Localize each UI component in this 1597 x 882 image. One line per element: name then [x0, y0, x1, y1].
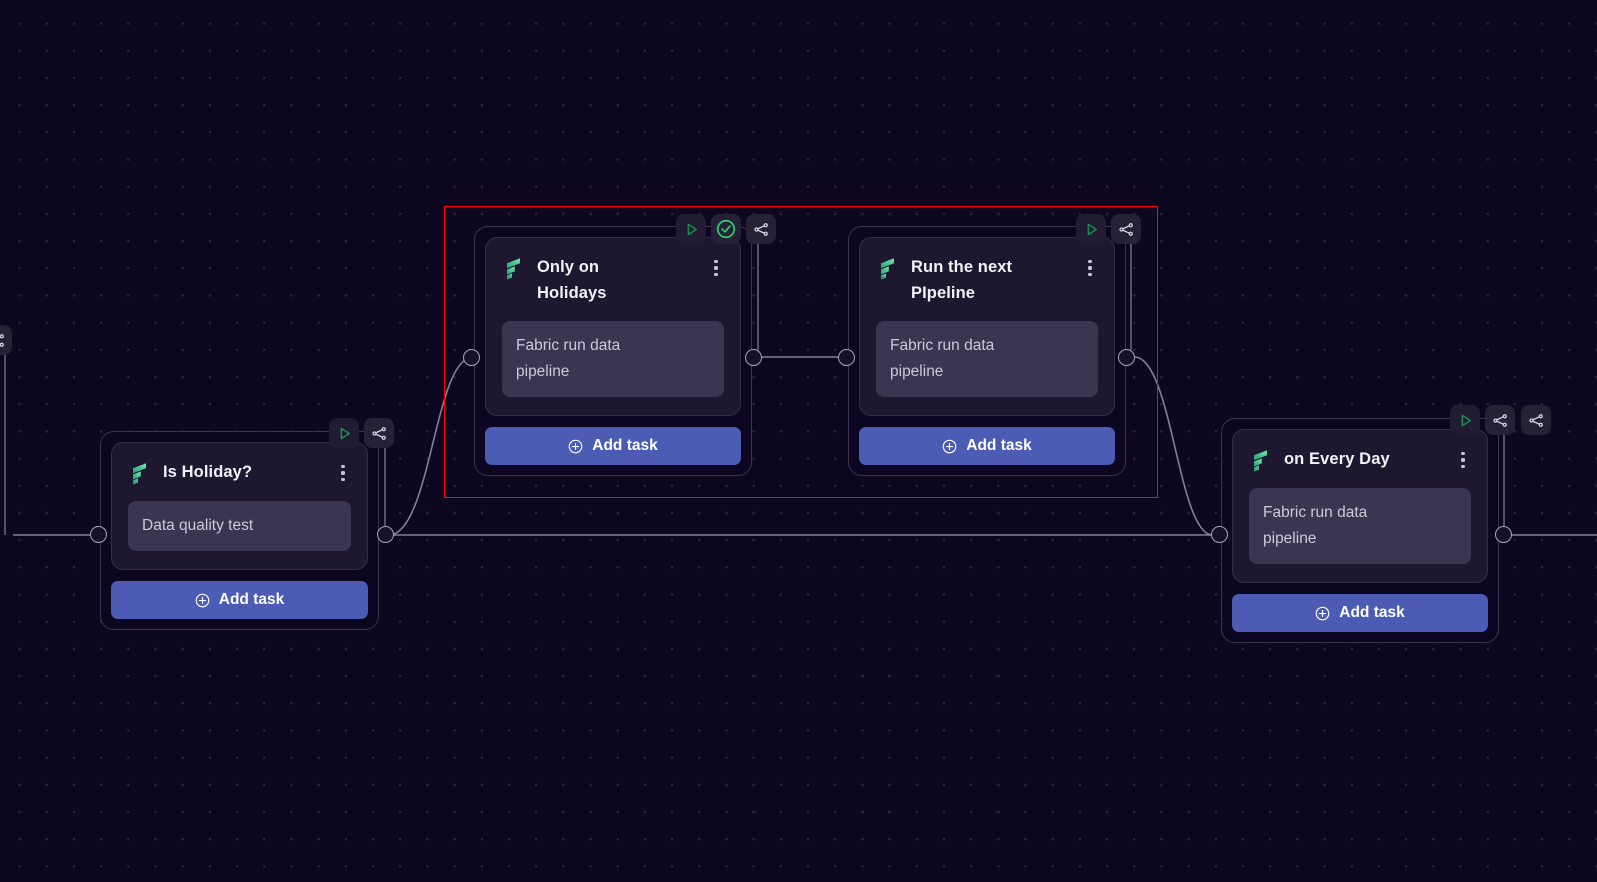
play-icon: [687, 223, 697, 235]
handle-input-only-on-holidays[interactable]: [463, 349, 480, 366]
kebab-dot: [714, 266, 718, 270]
edge-is-holiday-to-only-on-holidays: [388, 357, 472, 536]
toolbar-on-every-day[interactable]: [1450, 405, 1515, 435]
node-header-on-every-day: on Every Day: [1249, 446, 1471, 473]
share-branch-icon-button-offscreen-left[interactable]: [0, 325, 12, 355]
node-card-only-on-holidays[interactable]: Only on Holidays Fabric run data pipelin…: [485, 237, 741, 416]
share-branch-icon: [753, 222, 768, 236]
kebab-dot: [341, 477, 345, 481]
kebab-dot: [1461, 452, 1465, 456]
kebab-dot: [1088, 266, 1092, 270]
node-title-only-on-holidays: Only on Holidays: [537, 258, 607, 302]
node-card-is-holiday[interactable]: Is Holiday? Data quality test: [111, 442, 368, 570]
task-chip-is-holiday[interactable]: Data quality test: [128, 501, 351, 551]
plus-circle-icon: [1315, 606, 1330, 620]
node-card-run-next-pipeline[interactable]: Run the next PIpeline Fabric run data pi…: [859, 237, 1115, 416]
node-run-next-pipeline[interactable]: Run the next PIpeline Fabric run data pi…: [848, 226, 1126, 476]
node-header-is-holiday: Is Holiday?: [128, 459, 351, 486]
play-icon: [340, 427, 350, 439]
add-task-button-on-every-day[interactable]: Add task: [1232, 594, 1488, 632]
handle-output-on-every-day[interactable]: [1495, 526, 1512, 543]
handle-output-is-holiday[interactable]: [377, 526, 394, 543]
edge-run-next-pipeline-to-on-every-day: [1134, 356, 1213, 536]
task-chip-on-every-day[interactable]: Fabric run data pipeline: [1249, 488, 1471, 564]
share-branch-icon-button-run-next-pipeline[interactable]: [1111, 214, 1141, 244]
kebab-menu-icon-is-holiday[interactable]: [335, 463, 351, 483]
share-branch-icon: [1528, 413, 1543, 427]
share-branch-icon-button-on-every-day[interactable]: [1485, 405, 1515, 435]
fabric-logo-icon: [1254, 450, 1267, 472]
check-circle-icon: [716, 219, 736, 239]
node-card-on-every-day[interactable]: on Every Day Fabric run data pipeline: [1232, 429, 1488, 583]
play-icon-button-is-holiday[interactable]: [329, 418, 359, 448]
node-title-is-holiday: Is Holiday?: [163, 463, 253, 481]
share-branch-icon-button-offscreen-right[interactable]: [1521, 405, 1551, 435]
play-icon-button-only-on-holidays[interactable]: [676, 214, 706, 244]
node-only-on-holidays[interactable]: Only on Holidays Fabric run data pipelin…: [474, 226, 752, 476]
share-branch-icon-button-is-holiday[interactable]: [364, 418, 394, 448]
fabric-logo-icon: [133, 463, 146, 485]
share-branch-icon: [1492, 413, 1507, 427]
add-task-label: Add task: [218, 591, 285, 608]
add-task-label: Add task: [592, 437, 658, 454]
plus-circle-icon: [942, 439, 957, 453]
add-task-label: Add task: [966, 437, 1032, 454]
add-task-label: Add task: [1339, 604, 1405, 621]
kebab-menu-icon-on-every-day[interactable]: [1455, 450, 1471, 470]
kebab-menu-icon-only-on-holidays[interactable]: [708, 258, 724, 278]
node-title-on-every-day: on Every Day: [1284, 450, 1390, 468]
node-header-run-next-pipeline: Run the next PIpeline: [876, 254, 1098, 306]
share-branch-icon: [371, 426, 386, 440]
share-branch-icon-button-only-on-holidays[interactable]: [746, 214, 776, 244]
kebab-dot: [1088, 260, 1092, 264]
share-branch-icon: [0, 333, 4, 347]
kebab-dot: [341, 465, 345, 469]
share-branch-icon: [1118, 222, 1133, 236]
handle-input-run-next-pipeline[interactable]: [838, 349, 855, 366]
node-title-run-next-pipeline: Run the next PIpeline: [911, 258, 1013, 302]
toolbar-run-next-pipeline[interactable]: [1076, 214, 1141, 244]
toolbar-only-on-holidays[interactable]: [676, 214, 776, 244]
add-task-button-run-next-pipeline[interactable]: Add task: [859, 427, 1115, 465]
toolbar-is-holiday[interactable]: [329, 418, 394, 448]
handle-input-on-every-day[interactable]: [1211, 526, 1228, 543]
play-icon: [1087, 223, 1097, 235]
handle-output-only-on-holidays[interactable]: [745, 349, 762, 366]
kebab-dot: [341, 471, 345, 475]
add-task-button-only-on-holidays[interactable]: Add task: [485, 427, 741, 465]
task-chip-run-next-pipeline[interactable]: Fabric run data pipeline: [876, 321, 1098, 397]
kebab-dot: [714, 272, 718, 276]
kebab-dot: [1461, 464, 1465, 468]
node-on-every-day[interactable]: on Every Day Fabric run data pipeline Ad…: [1221, 418, 1499, 643]
play-icon-button-on-every-day[interactable]: [1450, 405, 1480, 435]
handle-output-run-next-pipeline[interactable]: [1118, 349, 1135, 366]
add-task-button-is-holiday[interactable]: Add task: [111, 581, 368, 619]
kebab-dot: [1461, 458, 1465, 462]
fabric-logo-icon: [881, 258, 894, 280]
check-circle-icon-button-only-on-holidays[interactable]: [711, 214, 741, 244]
fabric-logo-icon: [507, 258, 520, 280]
kebab-menu-icon-run-next-pipeline[interactable]: [1082, 258, 1098, 278]
offscreen-left-toolbar[interactable]: [0, 325, 12, 355]
plus-circle-icon: [195, 593, 210, 607]
plus-circle-icon: [568, 439, 583, 453]
play-icon-button-run-next-pipeline[interactable]: [1076, 214, 1106, 244]
node-is-holiday[interactable]: Is Holiday? Data quality test Add task: [100, 431, 379, 630]
task-chip-only-on-holidays[interactable]: Fabric run data pipeline: [502, 321, 724, 397]
kebab-dot: [1088, 272, 1092, 276]
kebab-dot: [714, 260, 718, 264]
handle-input-is-holiday[interactable]: [90, 526, 107, 543]
play-icon: [1461, 414, 1471, 426]
node-header-only-on-holidays: Only on Holidays: [502, 254, 724, 306]
